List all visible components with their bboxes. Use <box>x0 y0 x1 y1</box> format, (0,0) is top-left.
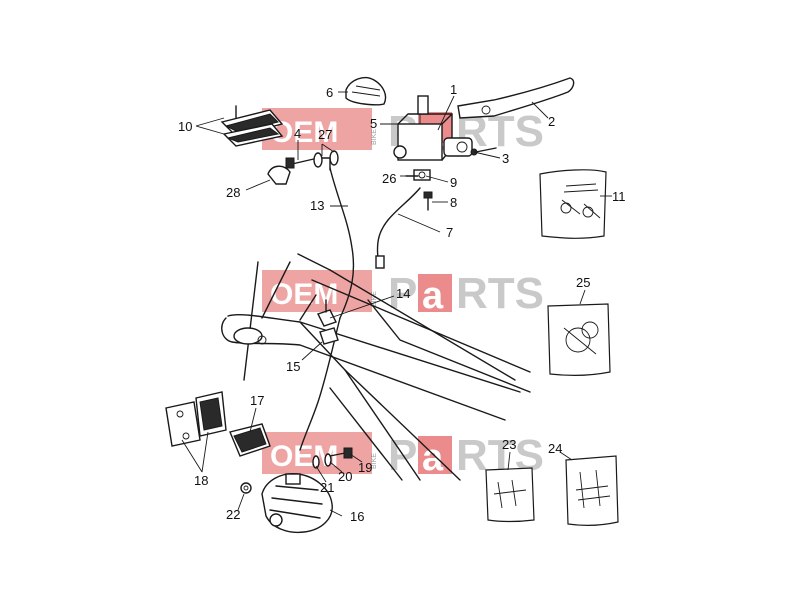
part-8-bolt <box>423 191 433 211</box>
label-part-23: 23 <box>502 437 516 452</box>
watermark-a-text: a <box>422 275 444 317</box>
label-part-21: 21 <box>320 480 334 495</box>
label-part-10: 10 <box>178 119 192 134</box>
label-part-24: 24 <box>548 441 562 456</box>
label-part-17: 17 <box>250 393 264 408</box>
watermark-red-box <box>262 270 372 312</box>
part-2-brake-lever <box>457 77 575 119</box>
label-part-3: 3 <box>502 151 509 166</box>
label-part-19: 19 <box>358 460 372 475</box>
part-23-kit-bag <box>485 467 535 523</box>
label-part-27: 27 <box>318 127 332 142</box>
part-11-kit-bag <box>539 169 607 239</box>
part-6-cover <box>345 76 387 106</box>
label-part-22: 22 <box>226 507 240 522</box>
part-28-cap <box>267 165 291 185</box>
part-14-clip <box>317 299 337 327</box>
part-9-clamp <box>413 169 431 181</box>
part-20-washer <box>324 453 332 467</box>
watermark-a-box <box>418 274 452 312</box>
label-part-18: 18 <box>194 473 208 488</box>
leader-lines <box>181 91 612 517</box>
part-22-nut <box>240 482 252 494</box>
label-part-16: 16 <box>350 509 364 524</box>
part-15-clip <box>319 327 339 345</box>
watermark-oem-text: OEM <box>270 278 338 311</box>
label-part-20: 20 <box>338 469 352 484</box>
label-part-9: 9 <box>450 175 457 190</box>
label-part-11: 11 <box>612 189 626 204</box>
part-25-kit-bag <box>547 303 611 376</box>
part-10-reservoir-cover <box>220 105 284 147</box>
frame-tubes <box>221 253 531 481</box>
part-18-plates <box>165 391 227 447</box>
label-part-14: 14 <box>396 286 410 301</box>
watermark-a-text: a <box>422 437 444 479</box>
watermark-bottom: OEM BIKE P a RTS <box>262 431 544 480</box>
watermark-bike-text: BIKE <box>371 129 378 145</box>
part-21-washer <box>312 455 320 469</box>
watermark-bike-text: BIKE <box>371 453 378 469</box>
label-part-1: 1 <box>450 82 457 97</box>
part-24-kit-bag <box>565 455 619 526</box>
label-part-4: 4 <box>294 126 301 141</box>
part-19-bolt <box>329 447 353 459</box>
label-part-13: 13 <box>310 198 324 213</box>
part-17-pads <box>229 423 271 457</box>
label-part-8: 8 <box>450 195 457 210</box>
label-part-6: 6 <box>326 85 333 100</box>
part-27-washers <box>313 150 339 171</box>
label-part-2: 2 <box>548 114 555 129</box>
watermark-red-box <box>262 108 372 150</box>
label-part-28: 28 <box>226 185 240 200</box>
part-labels: 1 2 3 4 5 6 7 8 9 10 11 13 14 15 16 17 1… <box>178 82 626 524</box>
label-part-15: 15 <box>286 359 300 374</box>
label-part-7: 7 <box>446 225 453 240</box>
watermark-middle: OEM BIKE P a RTS <box>262 269 544 318</box>
label-part-25: 25 <box>576 275 590 290</box>
brake-hoses <box>299 167 421 451</box>
watermark-rts-text: RTS <box>456 269 544 318</box>
label-part-26: 26 <box>382 171 396 186</box>
watermark-p-text: P <box>388 269 417 318</box>
watermark-bike-text: BIKE <box>371 291 378 307</box>
part-4-bolt <box>285 157 319 169</box>
part-16-caliper <box>261 473 333 534</box>
watermark-oem-text: OEM <box>270 116 338 149</box>
label-part-5: 5 <box>370 116 377 131</box>
